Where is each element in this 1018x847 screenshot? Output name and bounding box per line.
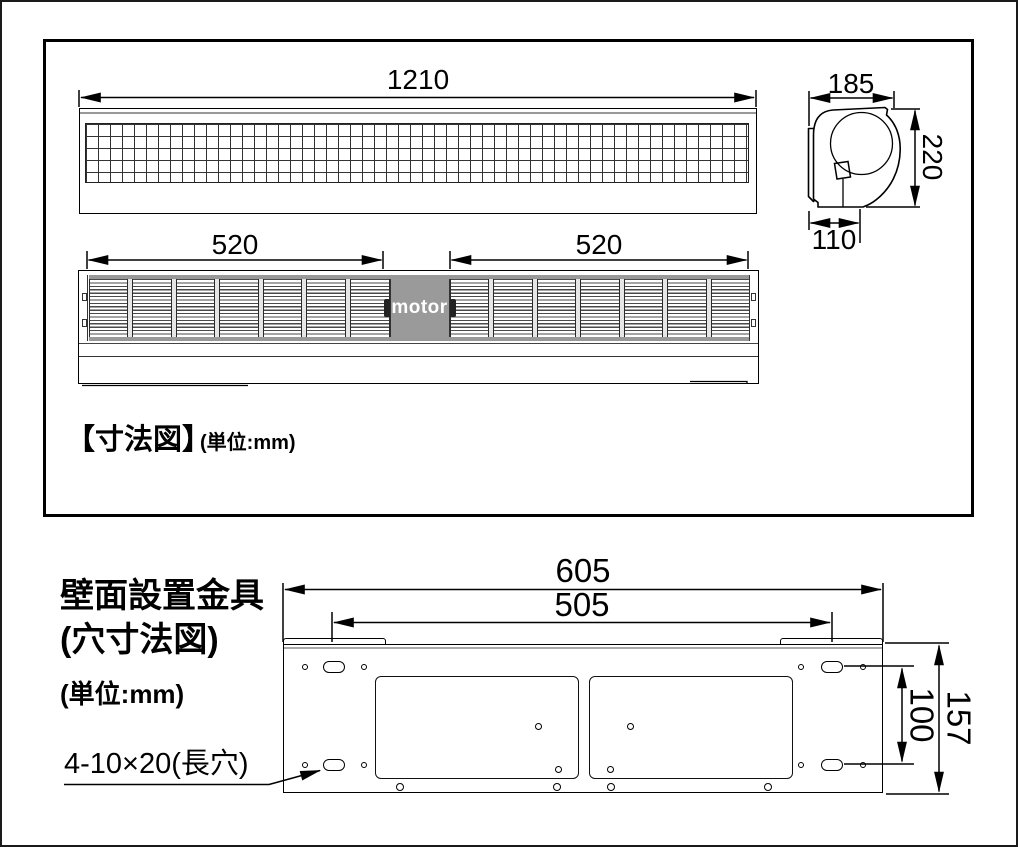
louver-divider <box>344 278 351 337</box>
clip-icon <box>750 293 756 301</box>
louver-divider <box>170 278 177 337</box>
louver-row: motor <box>88 278 751 337</box>
bracket-heading: 壁面設置金具 (穴寸法図) <box>60 575 264 662</box>
louver-section <box>494 278 532 337</box>
louver-section <box>350 278 389 337</box>
louver-section <box>133 278 171 337</box>
louver-divider <box>214 278 221 337</box>
bottom-hole <box>553 783 561 791</box>
louver-group-right <box>449 278 751 337</box>
louver-section <box>624 278 663 337</box>
bottom-hole <box>764 783 772 791</box>
pilot-hole <box>361 762 367 768</box>
louver-divider <box>618 278 625 337</box>
pilot-hole <box>798 664 804 670</box>
louver-section <box>450 278 489 337</box>
louver-group-left <box>88 278 390 337</box>
dim-label-1210: 1210 <box>386 64 450 95</box>
top-view-edge-line <box>80 111 756 114</box>
dim-label-157: 157 <box>940 690 978 746</box>
louver-divider <box>531 278 538 337</box>
pilot-hole <box>860 664 866 670</box>
dim-label-605: 605 <box>555 552 611 589</box>
bottom-panel-seam <box>79 356 758 358</box>
figure-caption-unit: (単位:mm) <box>200 432 296 454</box>
slot-hole <box>821 759 843 771</box>
pilot-hole <box>302 664 308 670</box>
louver-divider <box>301 278 308 337</box>
dim-label-220: 220 <box>917 133 948 181</box>
dim-label-100: 100 <box>903 687 941 743</box>
motor-label: motor <box>391 296 448 318</box>
slot-hole <box>821 661 843 673</box>
louver-section <box>711 278 750 337</box>
inner-hole <box>626 722 634 730</box>
louver-section <box>176 278 215 337</box>
bottom-panel <box>79 343 758 383</box>
figure-caption-title: 【寸法図】 <box>66 424 212 456</box>
inner-hole <box>534 722 542 730</box>
louver-divider <box>575 278 582 337</box>
bottom-hole <box>607 783 615 791</box>
dim-label-520-left: 520 <box>211 229 259 260</box>
intake-mesh-grid <box>85 123 749 183</box>
louver-section <box>89 278 128 337</box>
louver-divider <box>662 278 669 337</box>
clip-icon <box>750 319 756 327</box>
louver-section <box>220 278 258 337</box>
louver-divider <box>257 278 264 337</box>
louver-bottom-rail <box>88 337 751 341</box>
end-cap-right <box>749 275 757 341</box>
front-view: motor <box>78 270 759 384</box>
end-cap-left <box>80 275 88 341</box>
inner-hole <box>606 765 614 773</box>
louver-strip: motor <box>88 275 751 341</box>
bracket-heading-line1: 壁面設置金具 <box>60 577 264 615</box>
clip-icon <box>81 293 87 301</box>
pilot-hole <box>302 762 308 768</box>
louver-section <box>581 278 619 337</box>
dim-label-185: 185 <box>827 68 875 99</box>
louver-top-rail <box>88 275 751 279</box>
louver-divider <box>705 278 712 337</box>
knockout-opening <box>589 676 793 779</box>
slot-hole <box>323 759 345 771</box>
motor-block: motor <box>383 278 456 337</box>
dim-label-110: 110 <box>811 224 857 255</box>
inner-hole <box>554 765 562 773</box>
bracket-plate <box>283 644 883 793</box>
louver-section <box>668 278 706 337</box>
motor-shaft-left-icon <box>383 298 390 317</box>
motor-shaft-right-icon <box>449 298 456 317</box>
slot-hole <box>323 661 345 673</box>
clip-icon <box>81 319 87 327</box>
bracket-unit-note: (単位:mm) <box>60 679 185 709</box>
bracket-heading-line2: (穴寸法図) <box>60 620 219 659</box>
pilot-hole <box>798 762 804 768</box>
louver-divider <box>127 278 134 337</box>
pilot-hole <box>860 762 866 768</box>
bottom-hole <box>396 783 404 791</box>
pilot-hole <box>361 664 367 670</box>
louver-section <box>307 278 345 337</box>
louver-divider <box>488 278 495 337</box>
dim-label-520-right: 520 <box>575 229 623 260</box>
plate-edge-line <box>284 646 882 649</box>
dim-label-505: 505 <box>554 586 610 623</box>
louver-section <box>263 278 302 337</box>
bracket-slot-note: 4-10×20(長穴) <box>64 748 249 780</box>
knockout-opening <box>375 676 579 779</box>
louver-section <box>537 278 576 337</box>
top-view <box>79 108 757 214</box>
